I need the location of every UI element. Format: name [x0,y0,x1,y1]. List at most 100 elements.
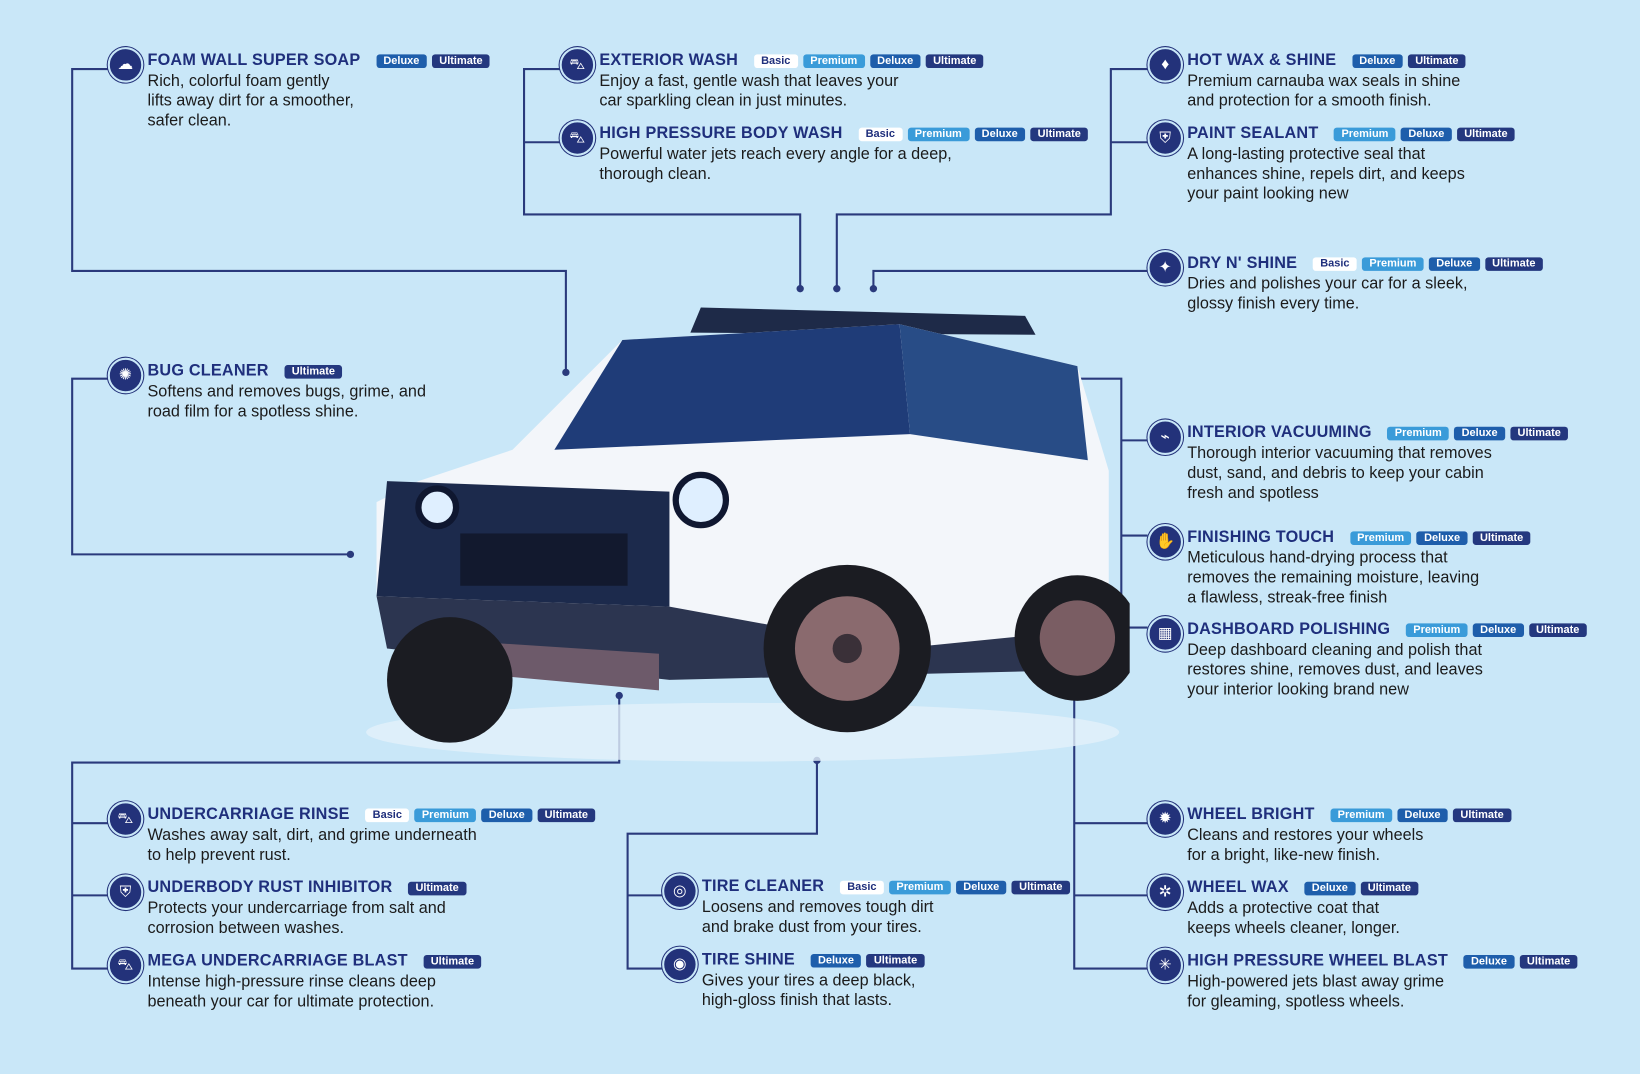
description-line: high-gloss finish that lasts. [701,991,893,1010]
wax-drop-icon: ♦ [1147,47,1184,83]
badge-ultimate: Ultimate [1407,53,1466,68]
description-line: restores shine, removes dust, and leaves [1187,661,1483,679]
badge-deluxe: Deluxe [1351,53,1403,68]
description-line: enhances shine, repels dirt, and keeps [1187,165,1465,184]
service-title: DASHBOARD POLISHING [1187,620,1391,639]
badge-basic: Basic [1312,256,1357,271]
description-line: safer clean. [147,111,232,130]
description-line: road film for a spotless shine. [147,402,359,421]
description-line: Gives your tires a deep black, [701,971,916,990]
description-line: for gleaming, spotless wheels. [1187,992,1405,1011]
badge-ultimate: Ultimate [1030,127,1089,141]
badge-ultimate: Ultimate [1456,127,1515,141]
car-underside-icon: ⛍ [107,801,144,837]
description-line: dust, sand, and debris to keep your cabi… [1187,464,1484,483]
badge-deluxe: Deluxe [955,880,1007,894]
description-line: your interior looking brand new [1187,680,1409,699]
description-line: for a bright, like-new finish. [1187,846,1381,864]
wheel-blast-icon: ✳ [1147,947,1184,984]
description-line: thorough clean. [599,165,712,184]
badge-ultimate: Ultimate [431,53,490,68]
description-line: Enjoy a fast, gentle wash that leaves yo… [599,72,899,90]
description-line: lifts away dirt for a smoother, [147,92,354,110]
description-line: Meticulous hand-drying process that [1187,549,1448,567]
description-line: High-powered jets blast away grime [1187,972,1445,991]
description-line: keeps wheels cleaner, longer. [1187,919,1400,938]
service-description: Dries and polishes your car for a sleek,… [1187,274,1543,314]
badge-ultimate: Ultimate [1510,426,1569,440]
description-line: A long-lasting protective seal that [1187,145,1426,164]
badge-ultimate: Ultimate [1519,954,1578,969]
badge-deluxe: Deluxe [1304,881,1356,895]
badge-deluxe: Deluxe [1463,954,1515,969]
description-line: to help prevent rust. [147,846,291,864]
description-line: Cleans and restores your wheels [1187,826,1424,845]
service-title: HOT WAX & SHINE [1187,51,1337,70]
description-line: glossy finish every time. [1187,294,1360,313]
description-line: Powerful water jets reach every angle fo… [599,145,952,164]
shield-star-icon: ⛨ [1147,120,1184,156]
service-title: TIRE CLEANER [701,877,825,896]
bug-icon: ✺ [107,357,144,394]
shield-icon: ⛨ [107,874,144,911]
description-line: Thorough interior vacuuming that removes [1187,444,1492,463]
description-line: Deep dashboard cleaning and polish that [1187,641,1482,659]
badge-premium: Premium [1387,426,1450,440]
description-line: Rich, colorful foam gently [147,72,330,90]
badge-premium: Premium [414,808,477,822]
dashboard-icon: ▦ [1147,616,1184,652]
tire-icon: ◎ [662,873,698,909]
service-title: DRY N' SHINE [1187,254,1298,272]
service-description: Deep dashboard cleaning and polish that r… [1187,640,1587,700]
foam-icon: ☁ [107,47,144,83]
badge-premium: Premium [1334,127,1396,141]
car-wash-icon: ⛍ [559,47,596,83]
service-title: PAINT SEALANT [1187,124,1319,143]
service-title: FOAM WALL SUPER SOAP [147,51,361,70]
description-line: removes the remaining moisture, leaving [1187,569,1480,587]
service-paint-sealant: ⛨PAINT SEALANT Premium Deluxe Ultimate A lon… [1147,120,1515,204]
badge-basic: Basic [753,53,798,68]
badge-deluxe: Deluxe [1472,622,1524,637]
badge-deluxe: Deluxe [1401,127,1452,141]
badge-deluxe: Deluxe [376,53,427,68]
badge-ultimate: Ultimate [1453,808,1512,822]
badge-ultimate: Ultimate [1472,530,1531,545]
badge-premium: Premium [1349,530,1412,545]
badge-deluxe: Deluxe [810,953,862,968]
badge-ultimate: Ultimate [284,364,343,379]
service-title: UNDERBODY RUST INHIBITOR [147,878,393,897]
badge-deluxe: Deluxe [869,53,921,68]
service-description: Rich, colorful foam gently lifts away dir… [147,71,489,131]
service-title: FINISHING TOUCH [1187,528,1335,547]
badge-ultimate: Ultimate [866,953,925,968]
badge-ultimate: Ultimate [1011,880,1070,894]
badge-premium: Premium [907,127,970,141]
car-spray-icon: ⛍ [559,120,596,156]
description-line: Softens and removes bugs, grime, and [147,382,426,401]
service-description: Powerful water jets reach every angle fo… [599,144,1088,184]
service-title: MEGA UNDERCARRIAGE BLAST [147,951,408,970]
badge-premium: Premium [1405,622,1468,637]
service-title: UNDERCARRIAGE RINSE [147,805,350,824]
description-line: Loosens and removes tough dirt [701,898,934,917]
service-description: Meticulous hand-drying process that remov… [1187,548,1530,608]
service-description: Protects your undercarriage from salt an… [147,899,466,939]
service-title: WHEEL WAX [1187,878,1289,897]
badge-ultimate: Ultimate [1484,256,1543,271]
